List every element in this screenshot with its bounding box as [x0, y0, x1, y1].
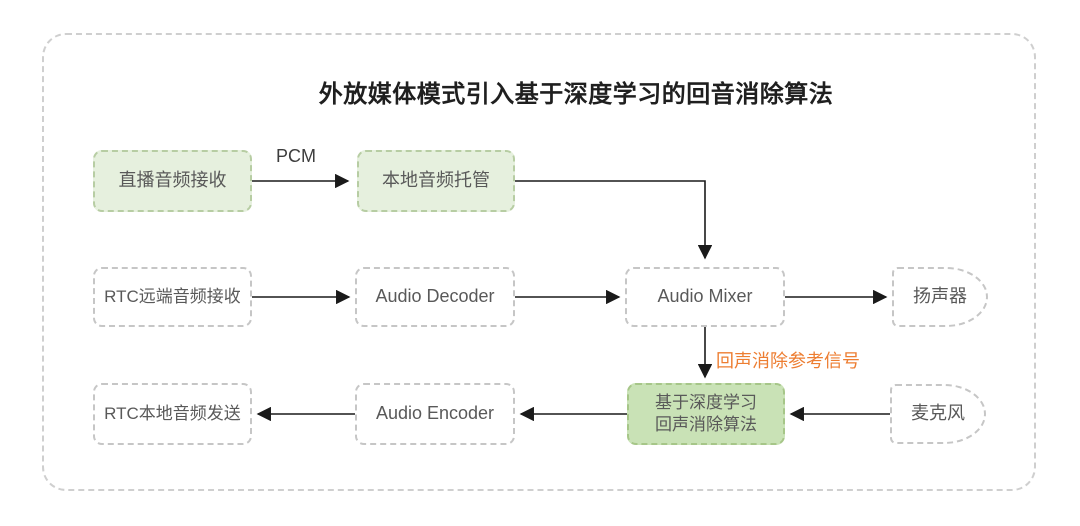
node-label: 直播音频接收 [118, 170, 227, 191]
node-label: Audio Mixer [657, 286, 753, 307]
node-speaker: 扬声器 [892, 267, 988, 327]
outer-dashed-frame [42, 33, 1036, 491]
node-label: RTC远端音频接收 [104, 286, 241, 306]
node-deep-learning-aec: 基于深度学习 回声消除算法 [627, 383, 785, 445]
node-live-audio-receive: 直播音频接收 [93, 150, 252, 212]
node-label: 麦克风 [911, 403, 965, 424]
edge-label-aec-reference-signal: 回声消除参考信号 [716, 351, 860, 371]
node-rtc-local-audio-send: RTC本地音频发送 [93, 383, 252, 445]
node-label: Audio Decoder [375, 286, 495, 307]
node-audio-mixer: Audio Mixer [625, 267, 785, 327]
node-label: Audio Encoder [375, 403, 495, 424]
node-label-line2: 回声消除算法 [655, 415, 757, 434]
node-local-audio-host: 本地音频托管 [357, 150, 515, 212]
node-label: RTC本地音频发送 [104, 403, 241, 423]
edge-label-pcm: PCM [276, 146, 316, 166]
node-label-line1: 基于深度学习 [655, 392, 757, 412]
node-audio-encoder: Audio Encoder [355, 383, 515, 445]
node-audio-decoder: Audio Decoder [355, 267, 515, 327]
node-label: 扬声器 [913, 286, 967, 307]
node-rtc-remote-audio-receive: RTC远端音频接收 [93, 267, 252, 327]
node-label: 本地音频托管 [382, 170, 490, 191]
diagram-title: 外放媒体模式引入基于深度学习的回音消除算法 [318, 81, 834, 108]
node-microphone: 麦克风 [890, 384, 986, 444]
